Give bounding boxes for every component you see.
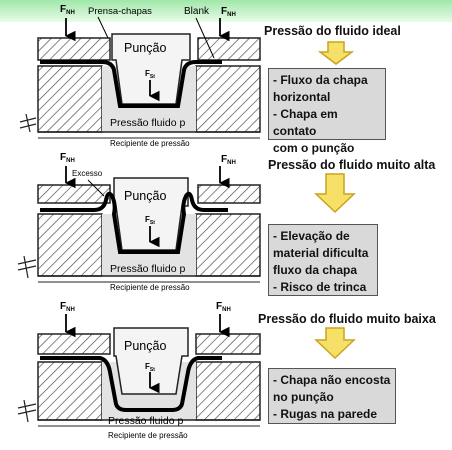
- blank-holder-left: [37, 184, 111, 204]
- force-nh-label: FNH: [60, 4, 75, 16]
- break-mark: [17, 399, 37, 423]
- blank-holder-right: [197, 37, 261, 61]
- note-line: - Elevação de: [273, 229, 350, 243]
- note-line: fluxo da chapa: [273, 263, 358, 277]
- fluid-pressure-label: Pressão fluido p: [108, 415, 183, 427]
- case-heading: Pressão do fluido muito alta: [268, 158, 436, 172]
- blank-holder-left: [37, 333, 111, 355]
- punch: [113, 327, 189, 395]
- note-line: - Chapa não encosta: [273, 373, 391, 387]
- arrow-icon: [314, 327, 356, 360]
- punch-force-label: FSt: [145, 215, 155, 226]
- die-left: [37, 65, 103, 133]
- fluid-pressure-label: Pressão fluido p: [110, 263, 185, 275]
- break-mark: [19, 113, 37, 133]
- note-box-low: - Chapa não encosta no punção - Rugas na…: [268, 368, 396, 424]
- blank-holder-label: Prensa-chapas: [88, 6, 152, 17]
- force-nh-label: FNH: [221, 6, 236, 18]
- punch-force-label: FSt: [145, 362, 155, 373]
- die-right: [195, 65, 261, 133]
- die-right: [195, 361, 261, 421]
- force-nh-label: FNH: [60, 152, 75, 164]
- arrow-icon: [317, 41, 355, 65]
- note-line: com o punção: [273, 141, 355, 155]
- blank-holder-right: [195, 333, 261, 355]
- force-nh-label: FNH: [60, 301, 75, 313]
- blank-label: Blank: [184, 6, 210, 17]
- note-line: - Fluxo da chapa: [273, 73, 368, 87]
- panel-ideal: FNH FNH Prensa-chapas Blank Punção FSt P…: [19, 4, 261, 148]
- pressure-vessel-label: Recipiente de pressão: [108, 431, 188, 440]
- force-nh-label: FNH: [216, 301, 231, 313]
- blank-holder-left: [37, 37, 111, 61]
- note-box-high: - Elevação de material dificulta fluxo d…: [268, 224, 378, 296]
- excess-label: Excesso: [72, 169, 103, 178]
- die-right: [195, 213, 261, 277]
- pressure-vessel-label: Recipiente de pressão: [110, 139, 190, 148]
- panel-low: FNH FNH Punção FSt Pressão fluido p Reci…: [17, 301, 261, 440]
- note-line: - Risco de trinca: [273, 280, 367, 294]
- die-left: [37, 361, 103, 421]
- case-heading: Pressão do fluido muito baixa: [258, 312, 436, 326]
- note-line: - Rugas na parede: [273, 407, 378, 421]
- break-mark: [17, 255, 37, 279]
- note-line: horizontal: [273, 90, 331, 104]
- top-banner: [0, 0, 452, 22]
- punch-force-label: FSt: [145, 69, 155, 80]
- sheet-blank: [40, 60, 222, 108]
- fluid-pressure-label: Pressão fluido p: [110, 117, 185, 129]
- punch-label: Punção: [124, 41, 166, 55]
- pressure-vessel-label: Recipiente de pressão: [110, 283, 190, 292]
- note-box-ideal: - Fluxo da chapa horizontal - Chapa em c…: [268, 68, 386, 155]
- punch-label: Punção: [124, 339, 166, 353]
- blank-holder-right: [197, 184, 261, 204]
- note-line: no punção: [273, 390, 334, 404]
- punch-label: Punção: [124, 189, 166, 203]
- sheet-blank: [40, 356, 222, 412]
- note-line: - Chapa em contato: [273, 107, 338, 138]
- arrow-icon: [314, 173, 356, 214]
- die-left: [37, 213, 103, 277]
- sheet-blank: [40, 191, 228, 254]
- panel-high: FNH FNH Excesso Punção FSt Pressão fluid…: [17, 152, 261, 292]
- note-line: material dificulta: [273, 246, 369, 260]
- case-heading: Pressão do fluido ideal: [264, 24, 401, 38]
- force-nh-label: FNH: [221, 154, 236, 166]
